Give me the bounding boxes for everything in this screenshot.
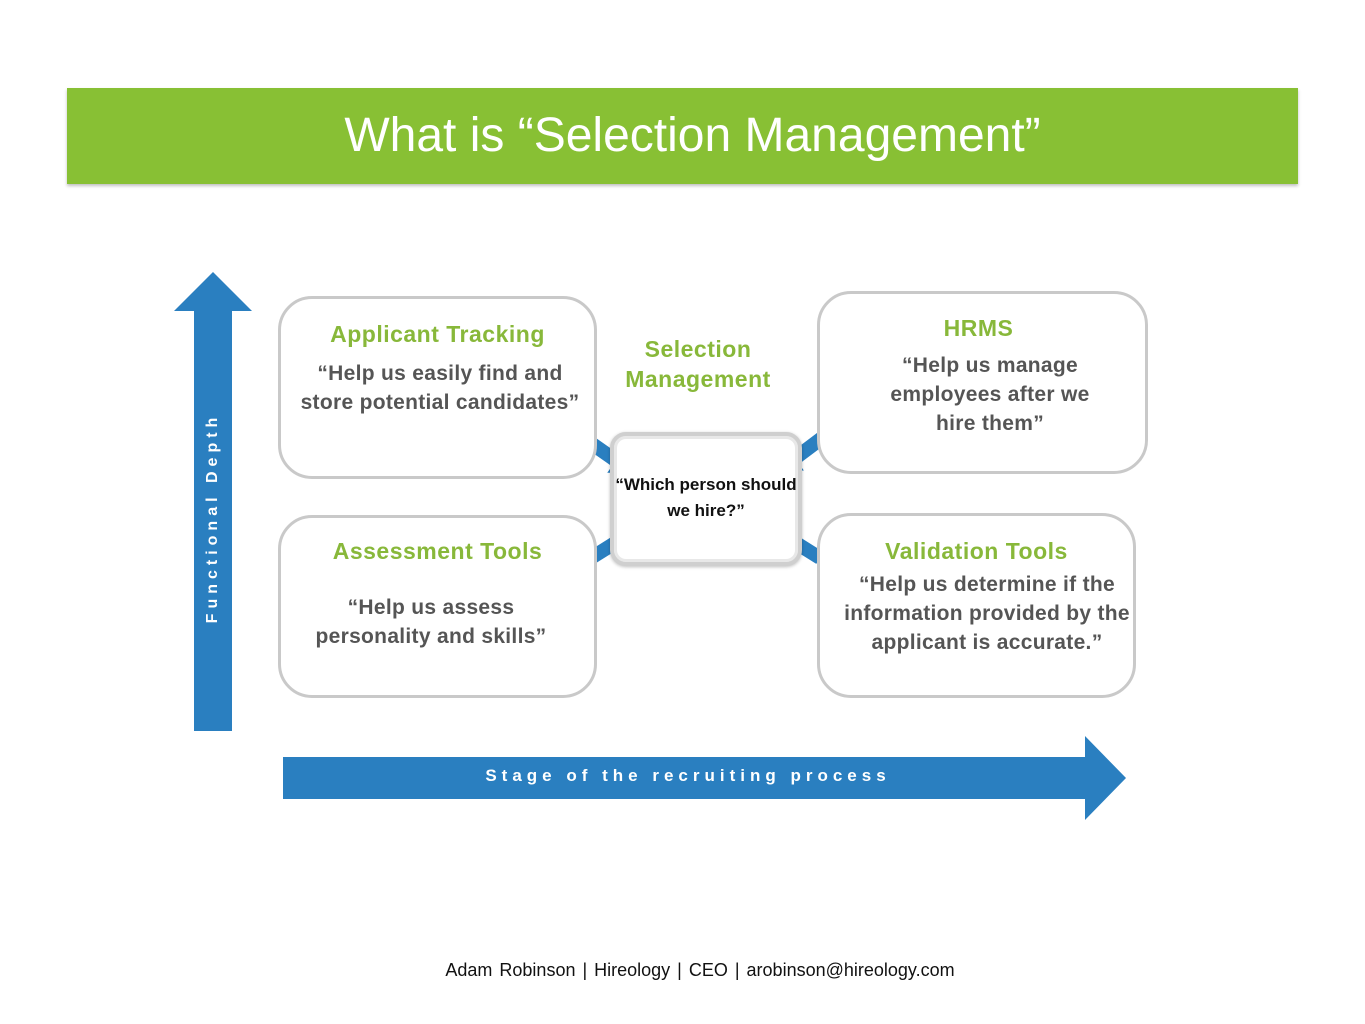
assessment-tools-quote: “Help us assess personality and skills” xyxy=(315,596,547,648)
hrms-card: HRMS “Help us manage employees after we … xyxy=(817,291,1148,474)
hrms-quote: “Help us manage employees after we hire … xyxy=(890,354,1090,435)
page-title: What is “Selection Management” xyxy=(344,109,1041,162)
center-question: “Which person should we hire?” xyxy=(615,475,797,520)
hrms-title: HRMS xyxy=(943,315,1014,341)
applicant-tracking-card: Applicant Tracking “Help us easily find … xyxy=(278,296,597,479)
recruiting-stage-label: Stage of the recruiting process xyxy=(485,766,891,785)
selection-management-label: Selection Management xyxy=(625,336,771,392)
recruiting-stage-axis-arrow xyxy=(283,736,1126,820)
applicant-tracking-quote: “Help us easily find and store potential… xyxy=(300,362,580,414)
functional-depth-axis-arrow xyxy=(174,272,252,731)
validation-tools-title: Validation Tools xyxy=(885,538,1068,564)
footer-credits: Adam Robinson | Hireology | CEO | arobin… xyxy=(445,960,955,980)
validation-tools-quote: “Help us determine if the information pr… xyxy=(844,573,1130,654)
assessment-tools-title: Assessment Tools xyxy=(332,538,543,564)
center-question-box: “Which person should we hire?” xyxy=(610,432,802,566)
validation-tools-card: Validation Tools “Help us determine if t… xyxy=(817,513,1136,698)
title-banner: What is “Selection Management” xyxy=(67,88,1298,184)
applicant-tracking-title: Applicant Tracking xyxy=(330,321,545,347)
functional-depth-label: Functional Depth xyxy=(204,412,221,624)
assessment-tools-card: Assessment Tools “Help us assess persona… xyxy=(278,515,597,698)
